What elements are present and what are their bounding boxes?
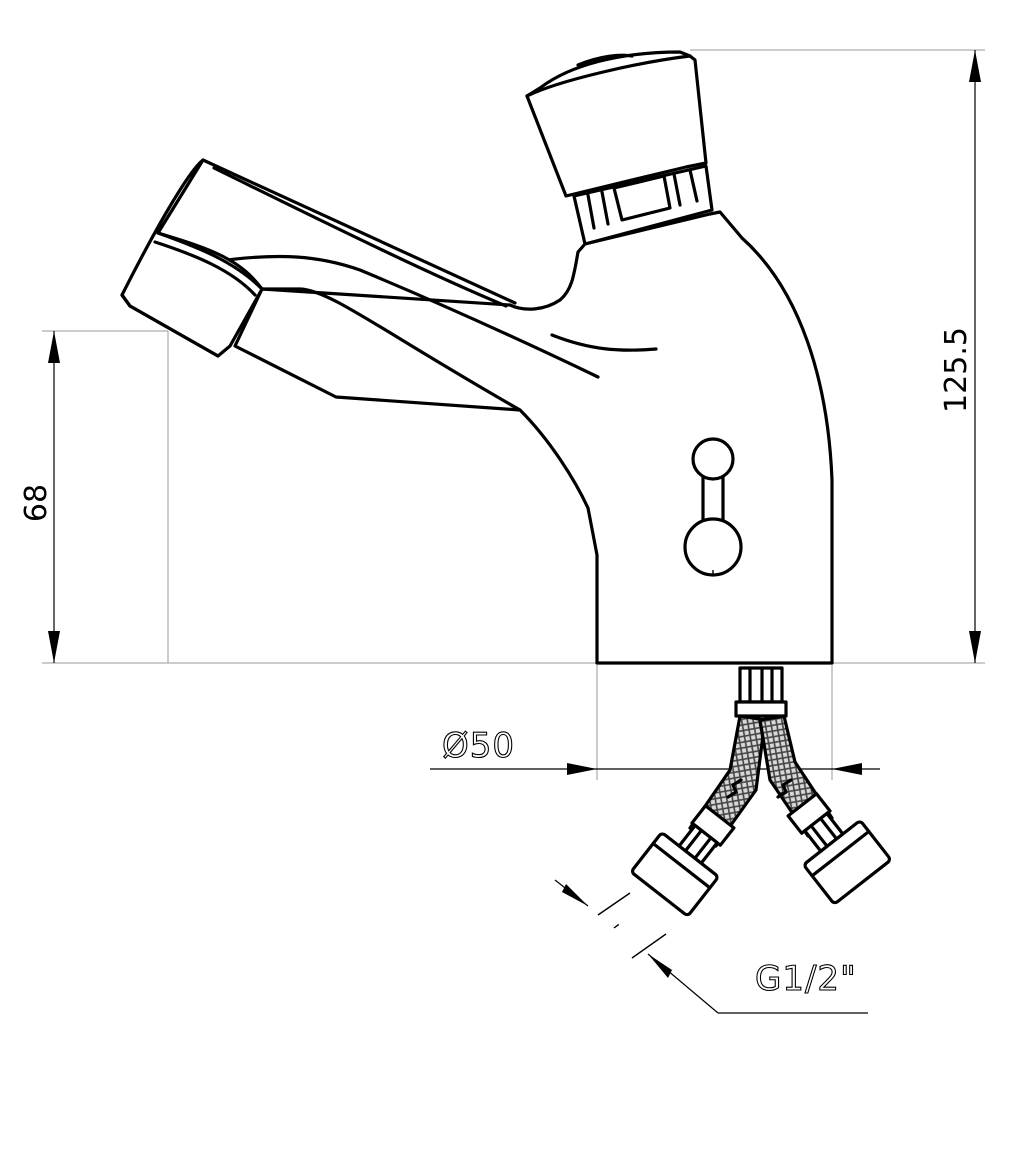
hose-left-fitting	[631, 804, 736, 917]
push-button-top-ridge	[576, 53, 634, 67]
arrow-icon	[648, 954, 672, 978]
extension-lines	[42, 49, 985, 780]
supply-hoses	[631, 666, 891, 917]
dimension-base-diameter: Ø50	[430, 725, 880, 775]
arrow-up-icon	[969, 50, 981, 82]
fitting-nut-edge	[810, 829, 871, 878]
dimension-spout-height: 68	[19, 331, 60, 663]
lever-base	[683, 517, 743, 577]
dimension-thread: G1/2"	[554, 879, 868, 1014]
spout-underside	[260, 287, 522, 412]
hose-left-kink	[726, 778, 743, 799]
spout-top-highlight	[212, 166, 508, 308]
dimension-total-height: 125.5	[939, 50, 981, 663]
collar-slot-line	[688, 168, 699, 203]
collar-slot-line	[586, 193, 596, 230]
arrow-right-icon	[567, 763, 597, 775]
fitting-nut-edge	[651, 841, 712, 890]
nozzle-band-line	[156, 231, 264, 291]
fitting-nut	[631, 832, 719, 917]
hose-top-collar	[734, 700, 788, 718]
thread-extension-line	[631, 933, 667, 959]
spout-mid-curve	[210, 254, 600, 379]
thread-label: G1/2"	[755, 959, 857, 999]
arrow-down-icon	[48, 631, 60, 663]
hose-right-fitting	[786, 792, 891, 905]
thread-center-line	[613, 921, 623, 929]
spout-height-label: 68	[19, 484, 54, 522]
fitting-line	[693, 836, 713, 860]
faucet-body	[120, 158, 834, 665]
push-button-top-edge	[525, 54, 692, 98]
push-button	[525, 50, 714, 246]
arrow-down-icon	[969, 631, 981, 663]
thread-extension-line	[597, 892, 631, 916]
fitting-line	[818, 816, 839, 841]
arrow-left-icon	[832, 763, 862, 775]
hose-right-kink	[776, 778, 793, 799]
nozzle-outlet-edge	[120, 293, 220, 358]
fitting-line	[809, 824, 829, 848]
arrow-icon	[562, 884, 588, 906]
collar-slot-line	[600, 190, 610, 226]
total-height-label: 125.5	[939, 327, 974, 413]
arrow-up-icon	[48, 331, 60, 363]
faucet-body-outline	[233, 210, 834, 665]
fitting-nut	[803, 820, 891, 905]
spout-top-line	[201, 158, 517, 305]
body-shoulder-curve	[550, 333, 658, 352]
lever-knob	[691, 437, 735, 481]
collar-slot	[612, 174, 672, 222]
collar-slot-line	[672, 172, 682, 207]
base-diameter-label: Ø50	[442, 726, 515, 766]
fitting-line	[683, 828, 704, 853]
temperature-lever	[683, 437, 743, 577]
nozzle-band-line-2	[153, 240, 257, 297]
